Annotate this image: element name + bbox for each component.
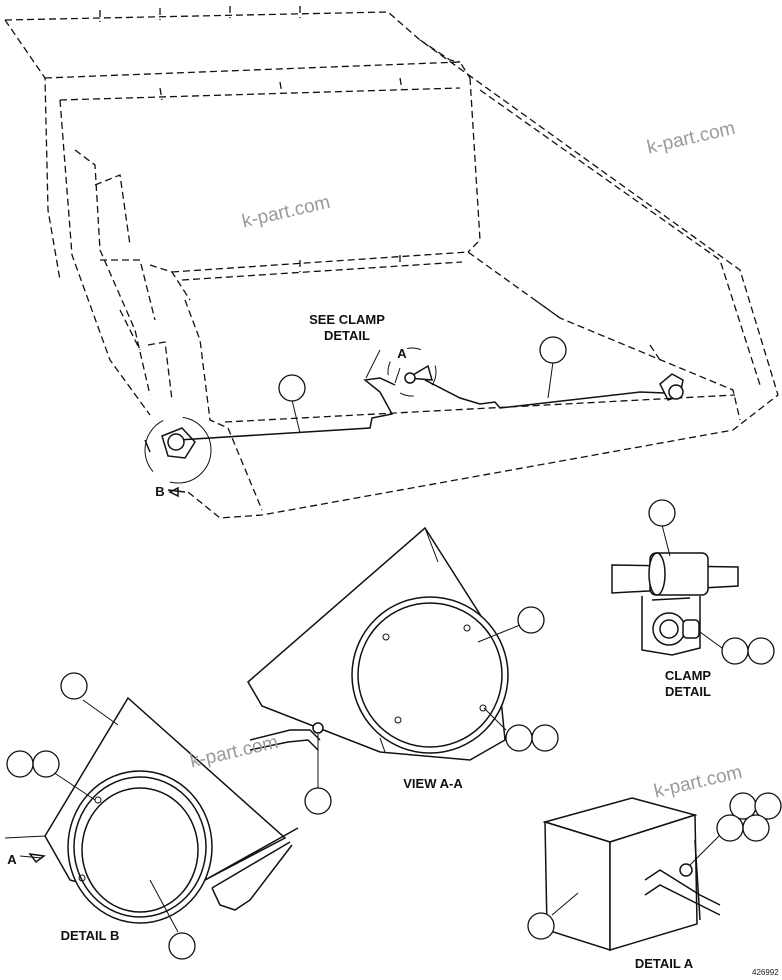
floor-harness: [144, 347, 684, 498]
callout-bubble: [278, 374, 306, 402]
detail-b-figure: [4, 672, 299, 960]
callout-bubble: [754, 792, 782, 820]
detail-a-figure: [527, 792, 782, 952]
clamp-detail-label: CLAMP DETAIL: [664, 668, 712, 699]
callout-bubble: [527, 912, 555, 940]
callout-bubble: [304, 787, 332, 815]
callout-bubble: [505, 724, 533, 752]
clamp-detail-figure: [611, 499, 775, 665]
callout-bubble: [168, 932, 196, 960]
callout-bubble: [60, 672, 88, 700]
callout-bubble: [531, 724, 559, 752]
section-arrow-a-label: A: [397, 346, 407, 361]
callout-bubble: [517, 606, 545, 634]
view-aa-label: VIEW A-A: [403, 776, 463, 791]
callout-bubble: [6, 750, 34, 778]
cab-shell-outline: [4, 6, 779, 519]
callout-bubble: [32, 750, 60, 778]
callout-bubble: [721, 637, 749, 665]
callout-bubble: [648, 499, 676, 527]
detail-b-label: DETAIL B: [60, 928, 120, 943]
callout-bubble: [716, 814, 744, 842]
top-callout-bubbles: [278, 336, 567, 434]
section-arrow-b-label: B: [155, 484, 165, 499]
detail-b-arrow-a-label: A: [7, 852, 17, 867]
see-clamp-detail-label: SEE CLAMP DETAIL: [309, 312, 385, 343]
drawing-number: 426992: [752, 968, 779, 977]
view-aa-figure: [247, 526, 559, 815]
detail-a-label: DETAIL A: [634, 956, 694, 971]
callout-bubble: [539, 336, 567, 364]
callout-bubble: [747, 637, 775, 665]
callout-bubble: [742, 814, 770, 842]
